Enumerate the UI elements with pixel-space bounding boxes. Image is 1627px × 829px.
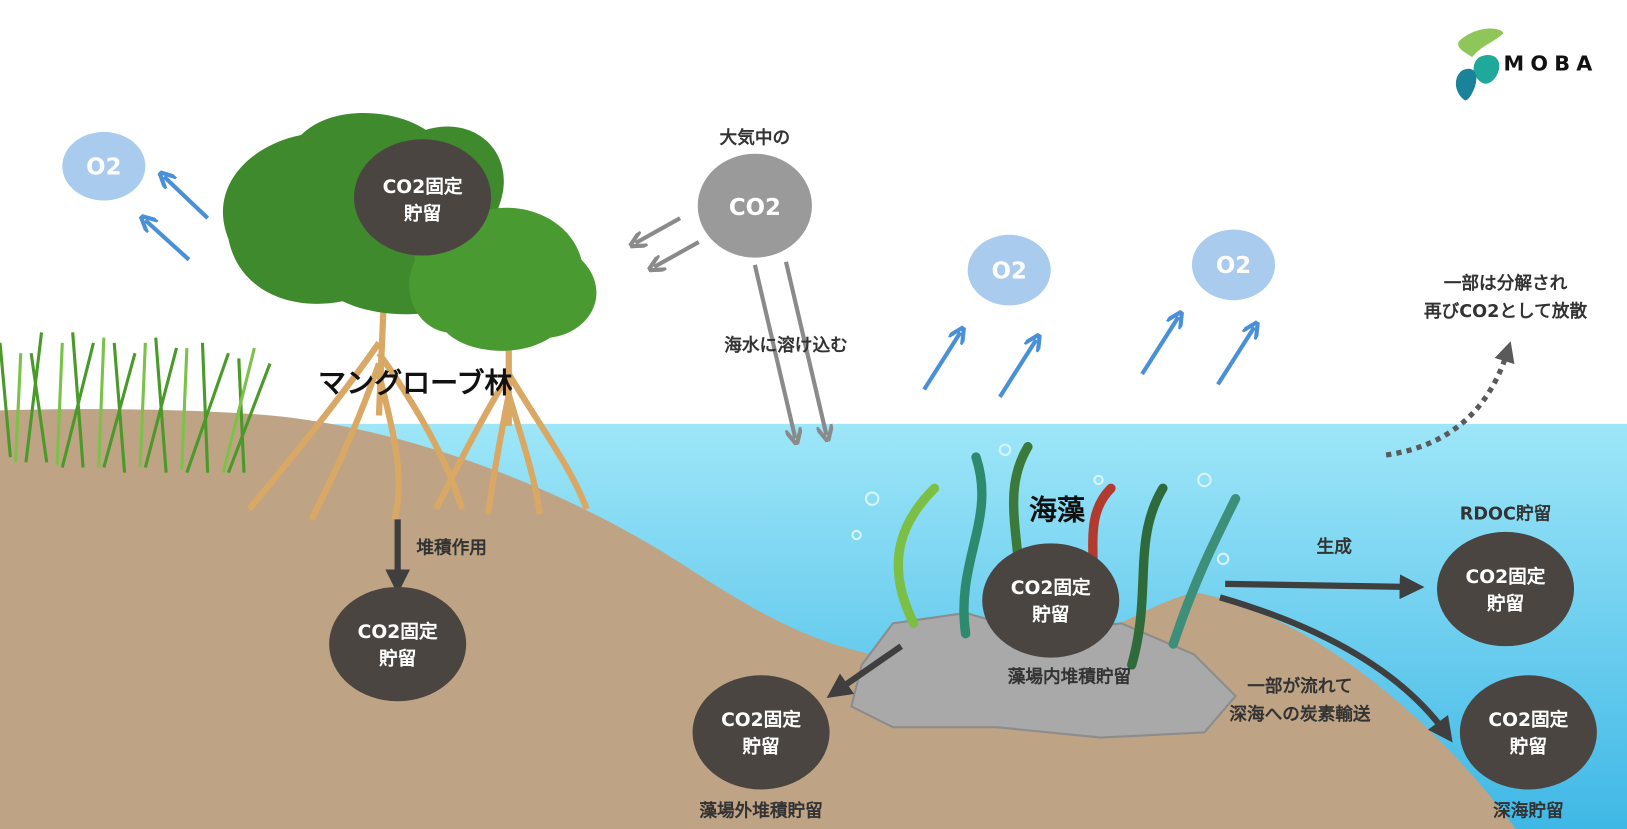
outer-storage-label: 藻場外堆積貯留 (699, 800, 822, 822)
storage-line2: 貯留 (742, 736, 779, 758)
storage-line1: CO2固定 (1466, 566, 1546, 588)
co2-absorption-arrows (635, 216, 826, 438)
moba-logo: MOBA (1455, 28, 1598, 101)
flow-label-line2: 深海への炭素輸送 (1229, 703, 1370, 725)
decompose-dotted-arrow (1385, 341, 1515, 458)
outer-sediment-storage: CO2固定 貯留 (692, 675, 830, 790)
o2-bubble: O2 (1191, 229, 1276, 301)
o2-label: O2 (992, 258, 1027, 284)
mangrove-storage: CO2固定 貯留 (354, 139, 492, 256)
o2-bubble: O2 (967, 234, 1051, 306)
o2-release-arrows (145, 177, 1254, 398)
o2-label: O2 (1216, 253, 1251, 279)
flow-label-line1: 一部が流れて (1247, 675, 1352, 697)
storage-line1: CO2固定 (383, 176, 463, 198)
storage-line1: CO2固定 (721, 709, 801, 731)
storage-line1: CO2固定 (1488, 709, 1568, 731)
logo-text: MOBA (1503, 52, 1598, 76)
atmosphere-co2-bubble: CO2 (697, 153, 812, 258)
rdoc-storage: CO2固定 貯留 (1436, 531, 1575, 647)
decompose-line1: 一部は分解され (1444, 272, 1568, 294)
storage-line2: 貯留 (1487, 593, 1524, 615)
decompose-line2: 再びCO2として放散 (1424, 300, 1587, 322)
grass (0, 332, 272, 474)
o2-label: O2 (86, 155, 121, 181)
storage-line2: 貯留 (379, 648, 416, 670)
storage-line2: 貯留 (1032, 604, 1069, 626)
storage-line1: CO2固定 (358, 621, 438, 643)
deep-storage-label: 深海貯留 (1493, 800, 1564, 822)
sediment-label: 堆積作用 (416, 537, 487, 559)
co2-label: CO2 (729, 195, 781, 221)
mangrove-sediment-storage: CO2固定 貯留 (329, 586, 467, 702)
storage-line1: CO2固定 (1011, 577, 1091, 599)
storage-line2: 貯留 (404, 203, 441, 225)
seaweed-title: 海藻 (1029, 493, 1086, 526)
atmosphere-caption: 大気中の (720, 126, 791, 148)
carbon-flow-arrows (385, 519, 1453, 743)
mangrove-title: マングローブ林 (318, 367, 512, 400)
dissolve-label: 海水に溶け込む (724, 334, 847, 356)
generate-label: 生成 (1317, 536, 1353, 558)
seaweed-storage: CO2固定 貯留 (982, 543, 1120, 658)
rdoc-title: RDOC貯留 (1460, 502, 1551, 524)
storage-line2: 貯留 (1510, 736, 1547, 758)
deep-sea-storage: CO2固定 貯留 (1459, 675, 1597, 790)
inner-storage-label: 藻場内堆積貯留 (1008, 666, 1131, 688)
o2-bubble: O2 (62, 131, 146, 201)
